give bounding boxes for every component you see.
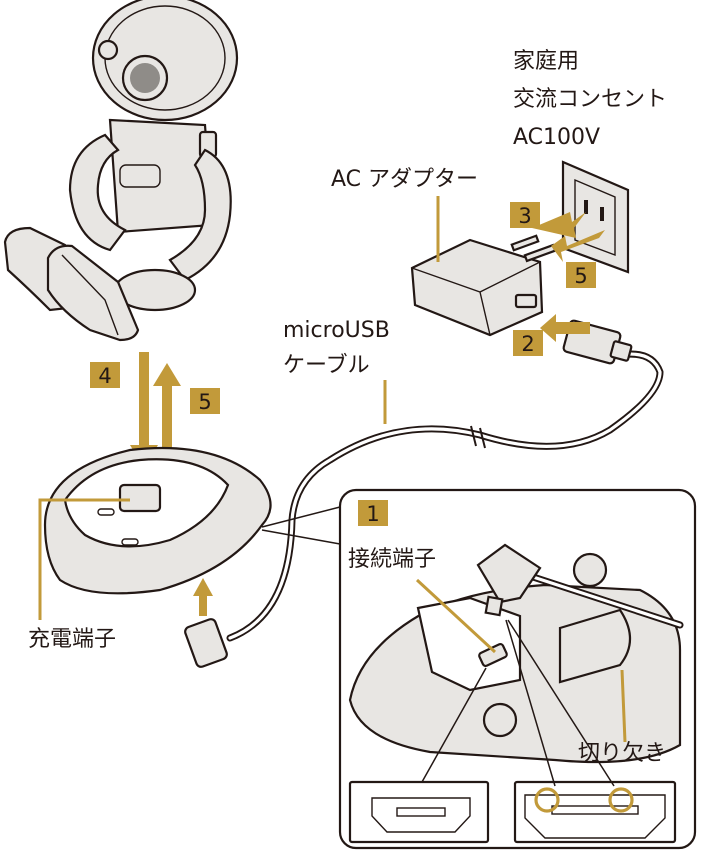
step4-down-arrow xyxy=(139,352,149,447)
text-labels: 家庭用 交流コンセント AC100V AC アダプター microUSB ケーブ… xyxy=(28,49,667,766)
outlet-label-line1: 家庭用 xyxy=(513,49,579,74)
charging-terminal-leader xyxy=(38,498,130,620)
badge-step2-label: 2 xyxy=(521,332,534,356)
step-badges: 3 5 2 4 5 1 xyxy=(90,202,596,526)
robot-left-arm xyxy=(68,133,127,252)
badge-step1-label: 1 xyxy=(366,502,379,526)
step3-arrow xyxy=(532,212,586,238)
robot-right-foot xyxy=(46,244,140,342)
connection-terminal-label: 接続端子 xyxy=(348,547,436,572)
badge-step5-robot-label: 5 xyxy=(198,390,211,414)
badge-step2 xyxy=(513,330,543,356)
charging-cradle xyxy=(43,446,272,595)
connector-closeup-left xyxy=(348,780,490,844)
connector-closeup-right xyxy=(513,780,677,844)
badge-step5-outlet xyxy=(566,262,596,288)
callout-leaders xyxy=(38,196,497,654)
badge-step3 xyxy=(510,202,540,228)
outlet-arrows xyxy=(532,212,605,342)
ac-adapter xyxy=(410,234,557,337)
badge-step4 xyxy=(90,362,120,388)
robot-head xyxy=(91,0,239,122)
charging-terminal-pad xyxy=(118,483,162,513)
adapter-body xyxy=(410,238,544,337)
robot-torso xyxy=(108,118,214,234)
step2-arrow xyxy=(540,314,590,342)
badge-step5-outlet-label: 5 xyxy=(574,264,587,288)
usb-cable-label-line1: microUSB xyxy=(283,318,390,343)
notch-label: 切り欠き xyxy=(578,741,666,766)
usb-cable-label-line2: ケーブル xyxy=(283,353,370,378)
badge-step1 xyxy=(358,500,388,526)
micro-usb-plug xyxy=(184,618,228,668)
plug-insert-arrow xyxy=(193,578,213,596)
detail-inset xyxy=(261,488,697,850)
step5-up-arrow xyxy=(162,384,172,474)
ac-adapter-label: AC アダプター xyxy=(331,167,478,192)
outlet-plate xyxy=(561,160,630,274)
outlet-label-line3: AC100V xyxy=(513,125,600,150)
wall-outlet xyxy=(561,160,630,274)
badge-step5-robot xyxy=(190,388,220,414)
connection-terminal-leader xyxy=(415,578,497,654)
outlet-label-line2: 交流コンセント xyxy=(513,87,667,112)
robot-illustration xyxy=(3,0,239,342)
step5-outlet-arrow xyxy=(551,230,605,262)
notch-highlight-left xyxy=(534,787,560,813)
notch-highlight-right xyxy=(608,787,634,813)
badge-step3-label: 3 xyxy=(518,204,531,228)
inset-angled-plug xyxy=(476,543,542,604)
badge-step4-label: 4 xyxy=(98,364,111,388)
charging-terminal-label: 充電端子 xyxy=(28,627,116,652)
inset-terminal-opening xyxy=(416,596,522,692)
